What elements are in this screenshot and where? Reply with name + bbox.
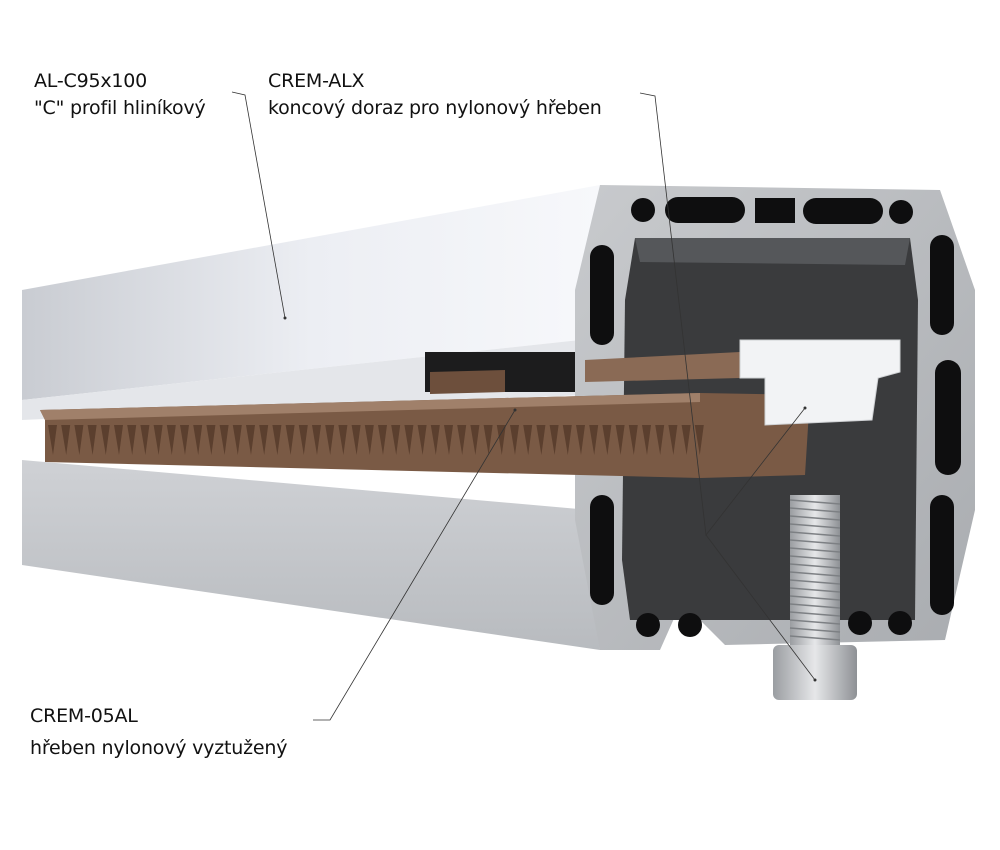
screw-thread: [789, 507, 841, 513]
screw-thread: [789, 635, 841, 641]
rack-tooth: [285, 425, 295, 455]
rack-tooth: [681, 425, 691, 455]
rack-tooth: [100, 425, 110, 455]
screw-thread: [789, 595, 841, 601]
screw-thread: [789, 587, 841, 593]
rack-tooth: [87, 425, 97, 455]
screw-thread: [789, 619, 841, 625]
profile-description: "C" profil hliníkový: [34, 97, 206, 119]
rack-tooth: [417, 425, 427, 455]
rack-tooth: [61, 425, 71, 455]
rack-tooth: [470, 425, 480, 455]
rack-tooth: [655, 425, 665, 455]
rack-tooth: [140, 425, 150, 455]
screw-thread: [789, 531, 841, 537]
profile-side-face: [22, 460, 600, 650]
rack-tooth: [246, 425, 255, 455]
rack-tooth: [562, 425, 572, 455]
rack-tooth: [628, 425, 638, 455]
profile-top-face: [22, 185, 600, 400]
rack-tooth: [114, 425, 123, 455]
rack-tooth: [642, 425, 651, 455]
rack-tooth: [298, 425, 308, 455]
leader-lines: [231, 91, 816, 721]
rack-tooth: [272, 425, 282, 455]
rack-tooth: [378, 425, 387, 455]
rack-label: CREM-05AL hřeben nylonový vyztužený: [30, 700, 287, 764]
rack-teeth: [48, 425, 704, 455]
rack-description: hřeben nylonový vyztužený: [30, 737, 288, 759]
profile-cavities: [590, 197, 961, 637]
rack-tooth: [430, 425, 440, 455]
rack-tooth: [312, 425, 321, 455]
end-stop-block: [739, 339, 901, 426]
rack-tooth: [364, 425, 374, 455]
rack-tooth: [496, 425, 506, 455]
rack-tooth: [615, 425, 625, 455]
rack-tooth: [668, 425, 678, 455]
screw-thread: [789, 555, 841, 561]
rack-tooth: [338, 425, 348, 455]
rack-tooth: [483, 425, 493, 455]
rack-tooth: [180, 425, 189, 455]
screw-thread: [789, 499, 841, 505]
rack-tooth: [325, 425, 335, 455]
screw-thread: [789, 603, 841, 609]
rack-tooth: [444, 425, 453, 455]
rack-tooth: [694, 425, 704, 455]
screw-head: [773, 645, 857, 700]
screw-threads: [789, 499, 841, 641]
rack-tooth: [602, 425, 612, 455]
end-stop-code: CREM-ALX: [268, 70, 365, 92]
rack-tooth: [404, 425, 414, 455]
rack-tooth: [153, 425, 163, 455]
rack-tooth: [219, 425, 229, 455]
rack-tooth: [259, 425, 269, 455]
rack-tooth: [206, 425, 216, 455]
rack-tooth: [523, 425, 533, 455]
screw-thread: [789, 563, 841, 569]
rack-tooth: [232, 425, 242, 455]
rack-tooth: [193, 425, 203, 455]
screw-thread: [789, 579, 841, 585]
end-stop-description: koncový doraz pro nylonový hřeben: [268, 97, 602, 119]
profile-code: AL-C95x100: [34, 70, 148, 92]
rack-code: CREM-05AL: [30, 705, 138, 727]
screw-thread: [789, 515, 841, 521]
end-stop-label: CREM-ALX koncový doraz pro nylonový hřeb…: [268, 68, 602, 122]
rack-tooth: [589, 425, 599, 455]
screw-thread: [789, 627, 841, 633]
rack-tooth: [127, 425, 137, 455]
rack-tooth: [391, 425, 401, 455]
rack-tooth: [351, 425, 361, 455]
rack-tooth: [536, 425, 546, 455]
rack-tooth: [549, 425, 559, 455]
rack-tooth: [510, 425, 519, 455]
rack-tooth: [457, 425, 467, 455]
screw-thread: [789, 539, 841, 545]
screw-thread: [789, 547, 841, 553]
screw-thread: [789, 571, 841, 577]
rack-tooth: [166, 425, 176, 455]
rack-tooth: [74, 425, 84, 455]
screw-thread: [789, 523, 841, 529]
rack-tooth: [576, 425, 585, 455]
profile-label: AL-C95x100 "C" profil hliníkový: [34, 68, 206, 122]
rack-tooth: [48, 425, 57, 455]
screw-thread: [789, 611, 841, 617]
